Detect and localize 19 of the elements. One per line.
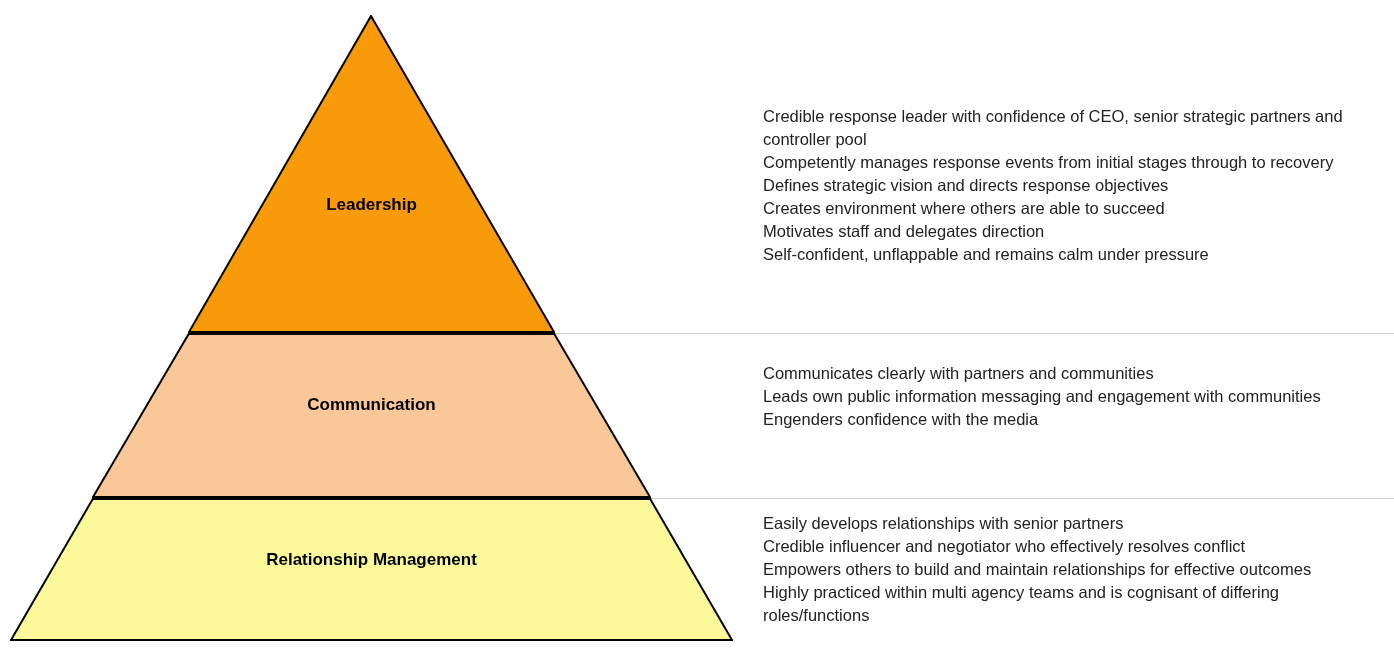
description-text: Highly practiced within multi agency teams and is cognisant of differing roles/functions [763, 582, 1281, 626]
description-text: Leads own public information messaging and engagement with communities [763, 386, 1322, 407]
description-text: Competently manages response events from initial stages through to recovery [763, 152, 1335, 173]
description-text: Credible influencer and negotiator who effectively resolves conflict [763, 536, 1247, 557]
description-text: Easily develops relationships with senior partners [763, 513, 1125, 534]
description-text: Creates environment where others are able to succeed [763, 198, 1166, 219]
description-text: Engenders confidence with the media [763, 409, 1040, 430]
pyramid-tier [188, 15, 555, 333]
pyramid-tier [10, 498, 733, 641]
description-text: Self-confident, unflappable and remains calm under pressure [763, 244, 1210, 265]
tier-label: Leadership [325, 195, 418, 215]
description-text: Empowers others to build and maintain relationships for effective outcomes [763, 559, 1313, 580]
pyramid-tier [92, 333, 651, 498]
tier-label: Communication [306, 395, 437, 415]
tier-label: Relationship Management [265, 550, 478, 570]
description-text: Communicates clearly with partners and communities [763, 363, 1155, 384]
description-text: Defines strategic vision and directs response objectives [763, 175, 1170, 196]
description-text: Credible response leader with confidence of CEO, senior strategic partners and controller pool [763, 106, 1344, 150]
description-text: Motivates staff and delegates direction [763, 221, 1046, 242]
